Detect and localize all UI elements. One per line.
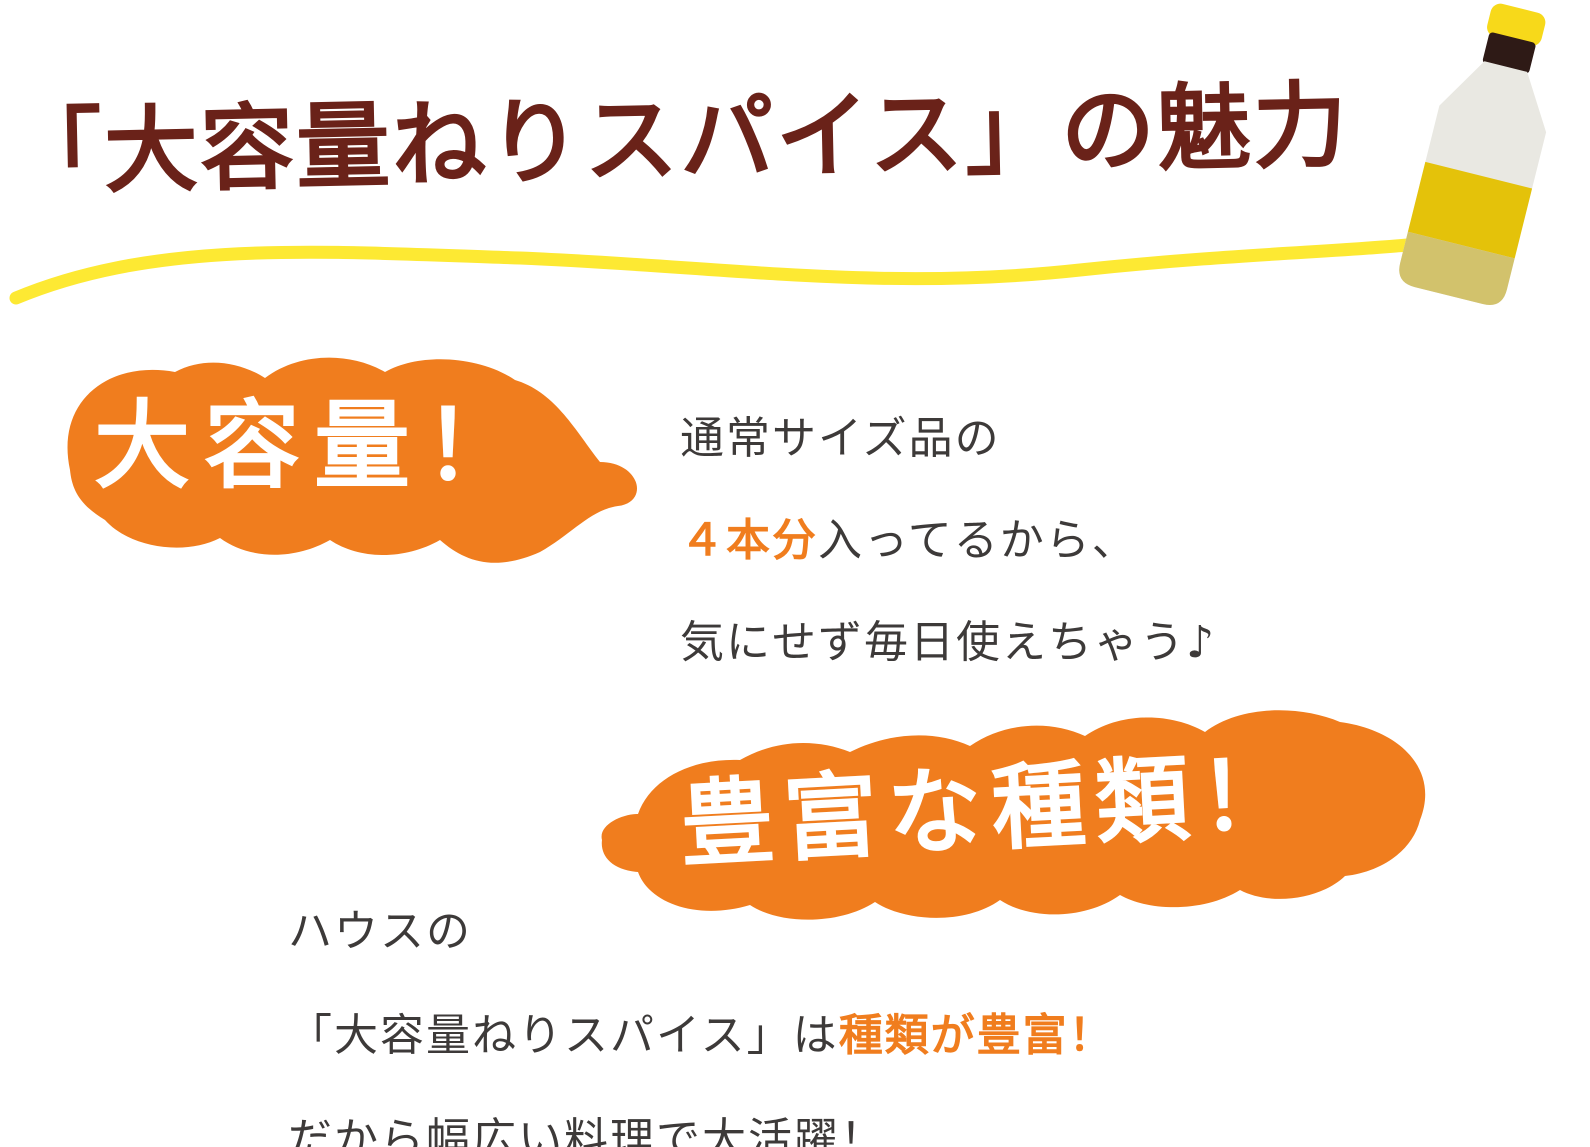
feature-2-line-3: だから幅広い料理で大活躍！ [288,1114,886,1147]
feature-1-line-3: 気にせず毎日使えちゃう♪ [680,617,1217,668]
badge-blob-1 [67,357,638,563]
feature-2-line-2: 「大容量ねりスパイス」は種類が豊富！ [288,984,1115,1088]
feature-1-line-1: 通常サイズ品の [680,413,1001,464]
tube-bottle-icon [1399,3,1547,305]
badge-large-capacity: 大容量！ [94,390,534,502]
wavy-underline-decoration [9,237,1425,305]
feature-1-description: 通常サイズ品の ４本分入ってるから、 気にせず毎日使えちゃう♪ [680,388,1216,694]
feature-2-line-2-pre: 「大容量ねりスパイス」は [288,1010,839,1061]
badge-blob-2 [601,710,1426,920]
feature-2-description: ハウスの 「大容量ねりスパイス」は種類が豊富！ だから幅広い料理で大活躍！ [288,880,1115,1147]
feature-2-line-1: ハウスの [288,906,472,957]
feature-1-line-2: ４本分入ってるから、 [680,490,1216,592]
feature-1-line-2-rest: 入ってるから、 [818,515,1138,566]
page-title: 「大容量ねりスパイス」の魅力 [6,71,1351,209]
feature-2-highlight: 種類が豊富！ [838,1010,1115,1061]
feature-1-highlight: ４本分 [680,515,818,566]
